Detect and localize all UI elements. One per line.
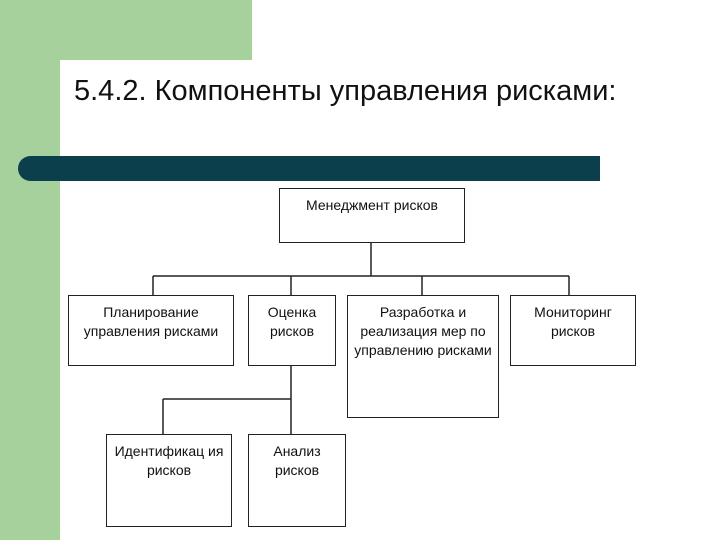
node-risk-assessment-label: Оценка рисков <box>267 304 317 339</box>
slide-title: 5.4.2. Компоненты управления рисками: <box>74 75 617 107</box>
node-risk-monitoring: Мониторинг рисков <box>510 295 636 366</box>
node-risk-measures-development-label: Разработка и реализация мер по управлени… <box>354 304 492 358</box>
node-risk-identification-label: Идентификац ия рисков <box>114 443 224 478</box>
node-risk-assessment: Оценка рисков <box>248 295 336 366</box>
node-risk-management: Менеджмент рисков <box>279 188 465 243</box>
node-risk-identification: Идентификац ия рисков <box>106 434 232 527</box>
node-risk-analysis: Анализ рисков <box>248 434 346 527</box>
node-risk-measures-development: Разработка и реализация мер по управлени… <box>347 295 499 418</box>
node-risk-planning-label: Планирование управления рисками <box>83 304 219 339</box>
decorative-green-strip <box>0 0 60 540</box>
node-risk-planning: Планирование управления рисками <box>68 295 234 366</box>
node-risk-analysis-label: Анализ рисков <box>273 443 321 478</box>
node-risk-monitoring-label: Мониторинг рисков <box>534 304 612 339</box>
node-risk-management-label: Менеджмент рисков <box>306 197 438 213</box>
title-underline-bar <box>18 156 600 181</box>
